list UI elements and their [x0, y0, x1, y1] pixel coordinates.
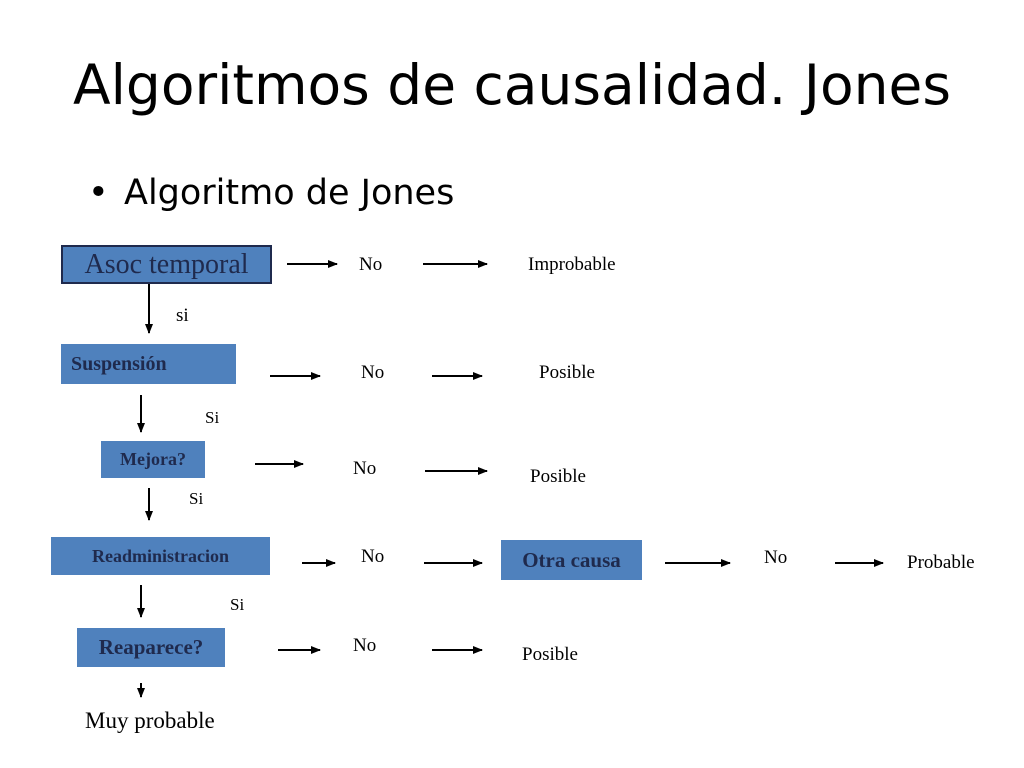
label-si-3: Si: [189, 489, 204, 508]
outcome-muy-probable: Muy probable: [85, 708, 215, 733]
node-suspension: Suspensión: [61, 344, 236, 384]
outcome-posible-3: Posible: [522, 644, 578, 665]
bullet-text: Algoritmo de Jones: [124, 173, 455, 213]
node-mejora: Mejora?: [101, 441, 205, 478]
label-no-1: No: [359, 254, 383, 275]
label-no-4: No: [361, 546, 385, 567]
bullet-dot: •: [88, 173, 109, 213]
node-otra-causa: Otra causa: [501, 540, 642, 580]
outcome-posible-2: Posible: [530, 466, 586, 487]
outcome-improbable: Improbable: [528, 254, 616, 275]
slide-title: Algoritmos de causalidad. Jones: [73, 53, 951, 117]
label-no-5: No: [764, 547, 788, 568]
label-si-1: si: [176, 305, 189, 326]
outcome-probable: Probable: [907, 552, 975, 573]
label-no-6: No: [353, 635, 377, 656]
outcome-posible-1: Posible: [539, 362, 595, 383]
node-asoc-temporal: Asoc temporal: [61, 245, 272, 284]
label-si-2: Si: [205, 408, 220, 427]
node-reaparece: Reaparece?: [77, 628, 225, 667]
label-no-3: No: [353, 458, 377, 479]
label-no-2: No: [361, 362, 385, 383]
label-si-4: Si: [230, 595, 245, 614]
node-readministracion: Readministracion: [51, 537, 270, 575]
bullet-item: • Algoritmo de Jones: [88, 168, 454, 218]
